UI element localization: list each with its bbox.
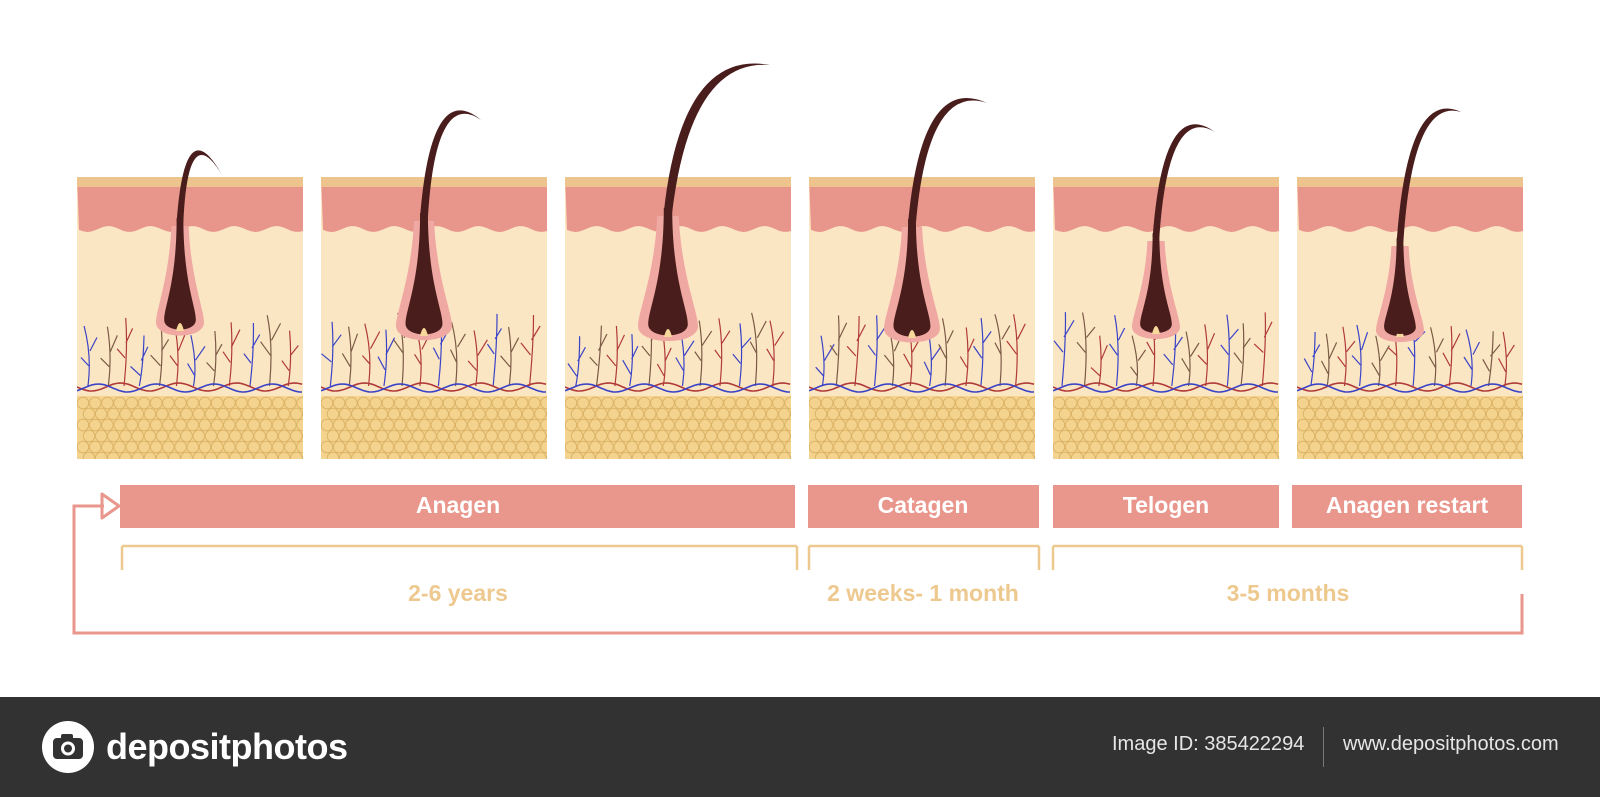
cycle-return-arrow bbox=[72, 492, 1524, 635]
nerve-branches bbox=[1053, 312, 1273, 387]
vein-line bbox=[1297, 383, 1523, 393]
nerve-branches bbox=[80, 315, 299, 387]
duration-telogen-label: 3-5 months bbox=[1227, 580, 1350, 606]
epidermis-layer bbox=[565, 177, 791, 232]
hair-shaft bbox=[663, 63, 770, 212]
epidermis-layer bbox=[1053, 177, 1279, 232]
dermal-papilla bbox=[1152, 326, 1160, 334]
dermal-papilla bbox=[908, 330, 916, 338]
hair-bulb bbox=[164, 218, 196, 330]
footer-bar: depositphotos Image ID: 385422294 www.de… bbox=[0, 697, 1600, 797]
skin-panel-anagen-early bbox=[77, 150, 303, 459]
skin-surface bbox=[77, 177, 303, 187]
hair-bulb bbox=[893, 219, 931, 337]
fat-cells bbox=[565, 396, 791, 459]
vein-line bbox=[565, 383, 791, 393]
skin-surface bbox=[1053, 177, 1279, 187]
dermal-papilla bbox=[176, 323, 184, 331]
hair-bulb bbox=[648, 208, 688, 336]
vein-line bbox=[321, 383, 547, 393]
fat-layer bbox=[1053, 396, 1279, 459]
hair-bulb bbox=[405, 213, 443, 335]
fat-layer bbox=[321, 396, 547, 459]
phase-bars: Anagen Catagen Telogen Anagen restart bbox=[120, 485, 1522, 528]
skin-panel-anagen-restart bbox=[1297, 108, 1523, 459]
phase-anagen-restart: Anagen restart bbox=[1292, 485, 1522, 528]
skin-panel-anagen-full bbox=[565, 63, 791, 459]
hair-follicle bbox=[1132, 233, 1180, 339]
duration-lines bbox=[120, 544, 1524, 570]
fat-cells bbox=[1297, 396, 1523, 459]
vein-line bbox=[77, 383, 303, 393]
epidermis-layer bbox=[1297, 177, 1523, 232]
nerve-branches bbox=[815, 314, 1026, 387]
fat-cells bbox=[809, 396, 1035, 459]
epidermis-layer bbox=[809, 177, 1035, 232]
hair-bulb bbox=[1140, 233, 1172, 333]
skin-panel-anagen-mid bbox=[321, 110, 547, 459]
artery-line bbox=[1297, 382, 1523, 392]
artery-line bbox=[321, 382, 547, 392]
artery-line bbox=[809, 382, 1035, 392]
hair-follicle bbox=[396, 213, 452, 341]
nerve-branches bbox=[567, 312, 785, 387]
fat-layer bbox=[77, 396, 303, 459]
dermal-papilla bbox=[420, 328, 428, 336]
skin-panel-telogen bbox=[1053, 124, 1279, 459]
footer-divider bbox=[1323, 727, 1324, 767]
new-hair-bulb bbox=[1388, 278, 1412, 334]
vein-line bbox=[809, 383, 1035, 393]
phase-anagen-label: Anagen bbox=[416, 492, 500, 518]
camera-icon bbox=[42, 721, 94, 773]
artery-line bbox=[565, 382, 791, 392]
image-id: Image ID: 385422294 bbox=[1112, 733, 1305, 755]
hair-follicle bbox=[156, 218, 204, 336]
brand-name: depositphotos bbox=[106, 726, 348, 767]
vein-line bbox=[1053, 383, 1279, 393]
epidermis-layer bbox=[321, 177, 547, 232]
skin-surface bbox=[321, 177, 547, 187]
artery-line bbox=[77, 382, 303, 392]
hair-shaft bbox=[176, 150, 222, 222]
phase-anagen-restart-label: Anagen restart bbox=[1326, 492, 1489, 518]
nerve-branches bbox=[321, 312, 541, 387]
skin-panel-catagen bbox=[809, 98, 1035, 459]
fat-layer bbox=[809, 396, 1035, 459]
phase-telogen-label: Telogen bbox=[1123, 492, 1209, 518]
hair-shaft bbox=[1152, 124, 1215, 237]
nerve-branches bbox=[1303, 315, 1515, 387]
duration-line-anagen bbox=[120, 544, 799, 570]
fat-layer bbox=[1297, 396, 1523, 459]
artery-line bbox=[1053, 382, 1279, 392]
hair-shaft bbox=[908, 98, 987, 223]
fat-layer bbox=[565, 396, 791, 459]
hair-growth-cycle-diagram: Anagen Catagen Telogen Anagen restart 2-… bbox=[72, 63, 1524, 635]
skin-panels bbox=[77, 63, 1523, 459]
duration-catagen-label: 2 weeks- 1 month bbox=[827, 580, 1019, 606]
duration-line-telogen bbox=[1051, 544, 1524, 570]
duration-line-catagen bbox=[807, 544, 1041, 570]
hair-shaft bbox=[420, 110, 481, 217]
hair-shaft bbox=[1396, 108, 1461, 242]
duration-labels: 2-6 years 2 weeks- 1 month 3-5 months bbox=[408, 580, 1349, 606]
dermal-papilla bbox=[664, 329, 672, 337]
fat-cells bbox=[321, 396, 547, 459]
phase-catagen: Catagen bbox=[808, 485, 1039, 528]
phase-telogen: Telogen bbox=[1053, 485, 1279, 528]
phase-anagen: Anagen bbox=[120, 485, 795, 528]
fat-cells bbox=[1053, 396, 1279, 459]
epidermis-layer bbox=[77, 177, 303, 232]
hair-follicle bbox=[884, 219, 940, 343]
site-url[interactable]: www.depositphotos.com bbox=[1343, 733, 1559, 755]
skin-surface bbox=[809, 177, 1035, 187]
fat-cells bbox=[77, 396, 303, 459]
skin-surface bbox=[565, 177, 791, 187]
duration-anagen-label: 2-6 years bbox=[408, 580, 508, 606]
phase-catagen-label: Catagen bbox=[878, 492, 969, 518]
hair-follicle bbox=[638, 208, 698, 342]
depositphotos-logo[interactable]: depositphotos bbox=[40, 717, 348, 777]
